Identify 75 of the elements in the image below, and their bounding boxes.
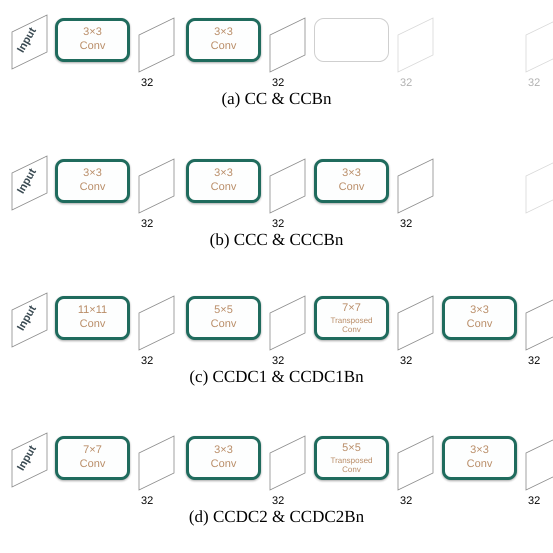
feature-map <box>269 435 306 491</box>
channel-count: 32 <box>400 496 412 507</box>
layer-label: Conv <box>466 318 492 332</box>
feature-map <box>269 158 306 214</box>
layer-label: Conv <box>80 181 106 195</box>
layer-label: 3×3 <box>83 167 102 181</box>
channel-count: 32 <box>141 78 154 89</box>
channel-count: 32 <box>272 496 284 507</box>
layer-label: Conv <box>210 458 236 472</box>
channel-count: 32 <box>400 78 412 89</box>
layer-label: Conv <box>210 181 236 195</box>
layer-label: Transposed Conv <box>330 456 374 474</box>
feature-map <box>138 17 175 73</box>
channel-count: 32 <box>141 496 154 507</box>
layer-label: 5×5 <box>342 442 361 456</box>
conv-layer-box <box>55 159 130 203</box>
layer-label: Conv <box>80 318 106 332</box>
subfigure-caption: (d) CCDC2 & CCDC2Bn <box>188 508 366 525</box>
layer-label: Conv <box>466 458 492 472</box>
layer-label: 3×3 <box>214 26 233 40</box>
conv-layer-box <box>55 436 130 480</box>
layer-label: Conv <box>210 318 236 332</box>
feature-map <box>138 158 175 214</box>
conv-layer-box <box>186 18 261 62</box>
conv-layer-box <box>314 436 389 480</box>
layer-label: Conv <box>80 458 106 472</box>
channel-count: 32 <box>272 356 284 367</box>
layer-label: 3×3 <box>214 167 233 181</box>
layer-label: 3×3 <box>83 26 102 40</box>
feature-map <box>397 435 434 491</box>
layer-label: 7×7 <box>342 302 361 316</box>
channel-count: 32 <box>528 78 540 89</box>
feature-map <box>397 158 434 214</box>
channel-count: 32 <box>528 496 540 507</box>
channel-count: 32 <box>400 356 412 367</box>
layer-label: 5×5 <box>214 304 233 318</box>
conv-layer-box <box>55 296 130 340</box>
channel-count: 32 <box>400 219 412 230</box>
layer-label: Conv <box>210 40 236 54</box>
input-plane <box>11 155 48 211</box>
layer-label: 3×3 <box>470 444 489 458</box>
channel-count: 32 <box>272 219 284 230</box>
channel-count: 32 <box>272 78 284 89</box>
channel-count: 32 <box>141 219 154 230</box>
conv-layer-box <box>442 436 517 480</box>
input-plane <box>11 292 48 348</box>
conv-layer-box <box>55 18 130 62</box>
conv-layer-box <box>186 296 261 340</box>
conv-layer-box <box>186 436 261 480</box>
feature-map <box>269 295 306 351</box>
feature-map <box>269 17 306 73</box>
feature-map <box>397 17 434 73</box>
channel-count: 32 <box>141 356 154 367</box>
layer-label: 7×7 <box>83 444 102 458</box>
channel-count: 32 <box>528 356 540 367</box>
subfigure-caption: (c) CCDC1 & CCDC1Bn <box>188 368 365 385</box>
input-plane <box>11 14 48 70</box>
conv-layer-box <box>314 296 389 340</box>
layer-label: Conv <box>80 40 106 54</box>
feature-map <box>397 295 434 351</box>
layer-label: 3×3 <box>470 304 489 318</box>
layer-label: 3×3 <box>214 444 233 458</box>
layer-label: 3×3 <box>342 167 361 181</box>
empty-box <box>314 18 389 62</box>
conv-layer-box <box>186 159 261 203</box>
feature-map <box>138 295 175 351</box>
layer-label: Transposed Conv <box>330 316 374 334</box>
layer-label: Conv <box>338 181 364 195</box>
layer-label: 11×11 <box>78 304 108 318</box>
conv-layer-box <box>314 159 389 203</box>
input-plane <box>11 432 48 488</box>
feature-map <box>138 435 175 491</box>
subfigure-caption: (a) CC & CCBn <box>220 90 333 107</box>
subfigure-caption: (b) CCC & CCCBn <box>208 231 344 248</box>
conv-layer-box <box>442 296 517 340</box>
